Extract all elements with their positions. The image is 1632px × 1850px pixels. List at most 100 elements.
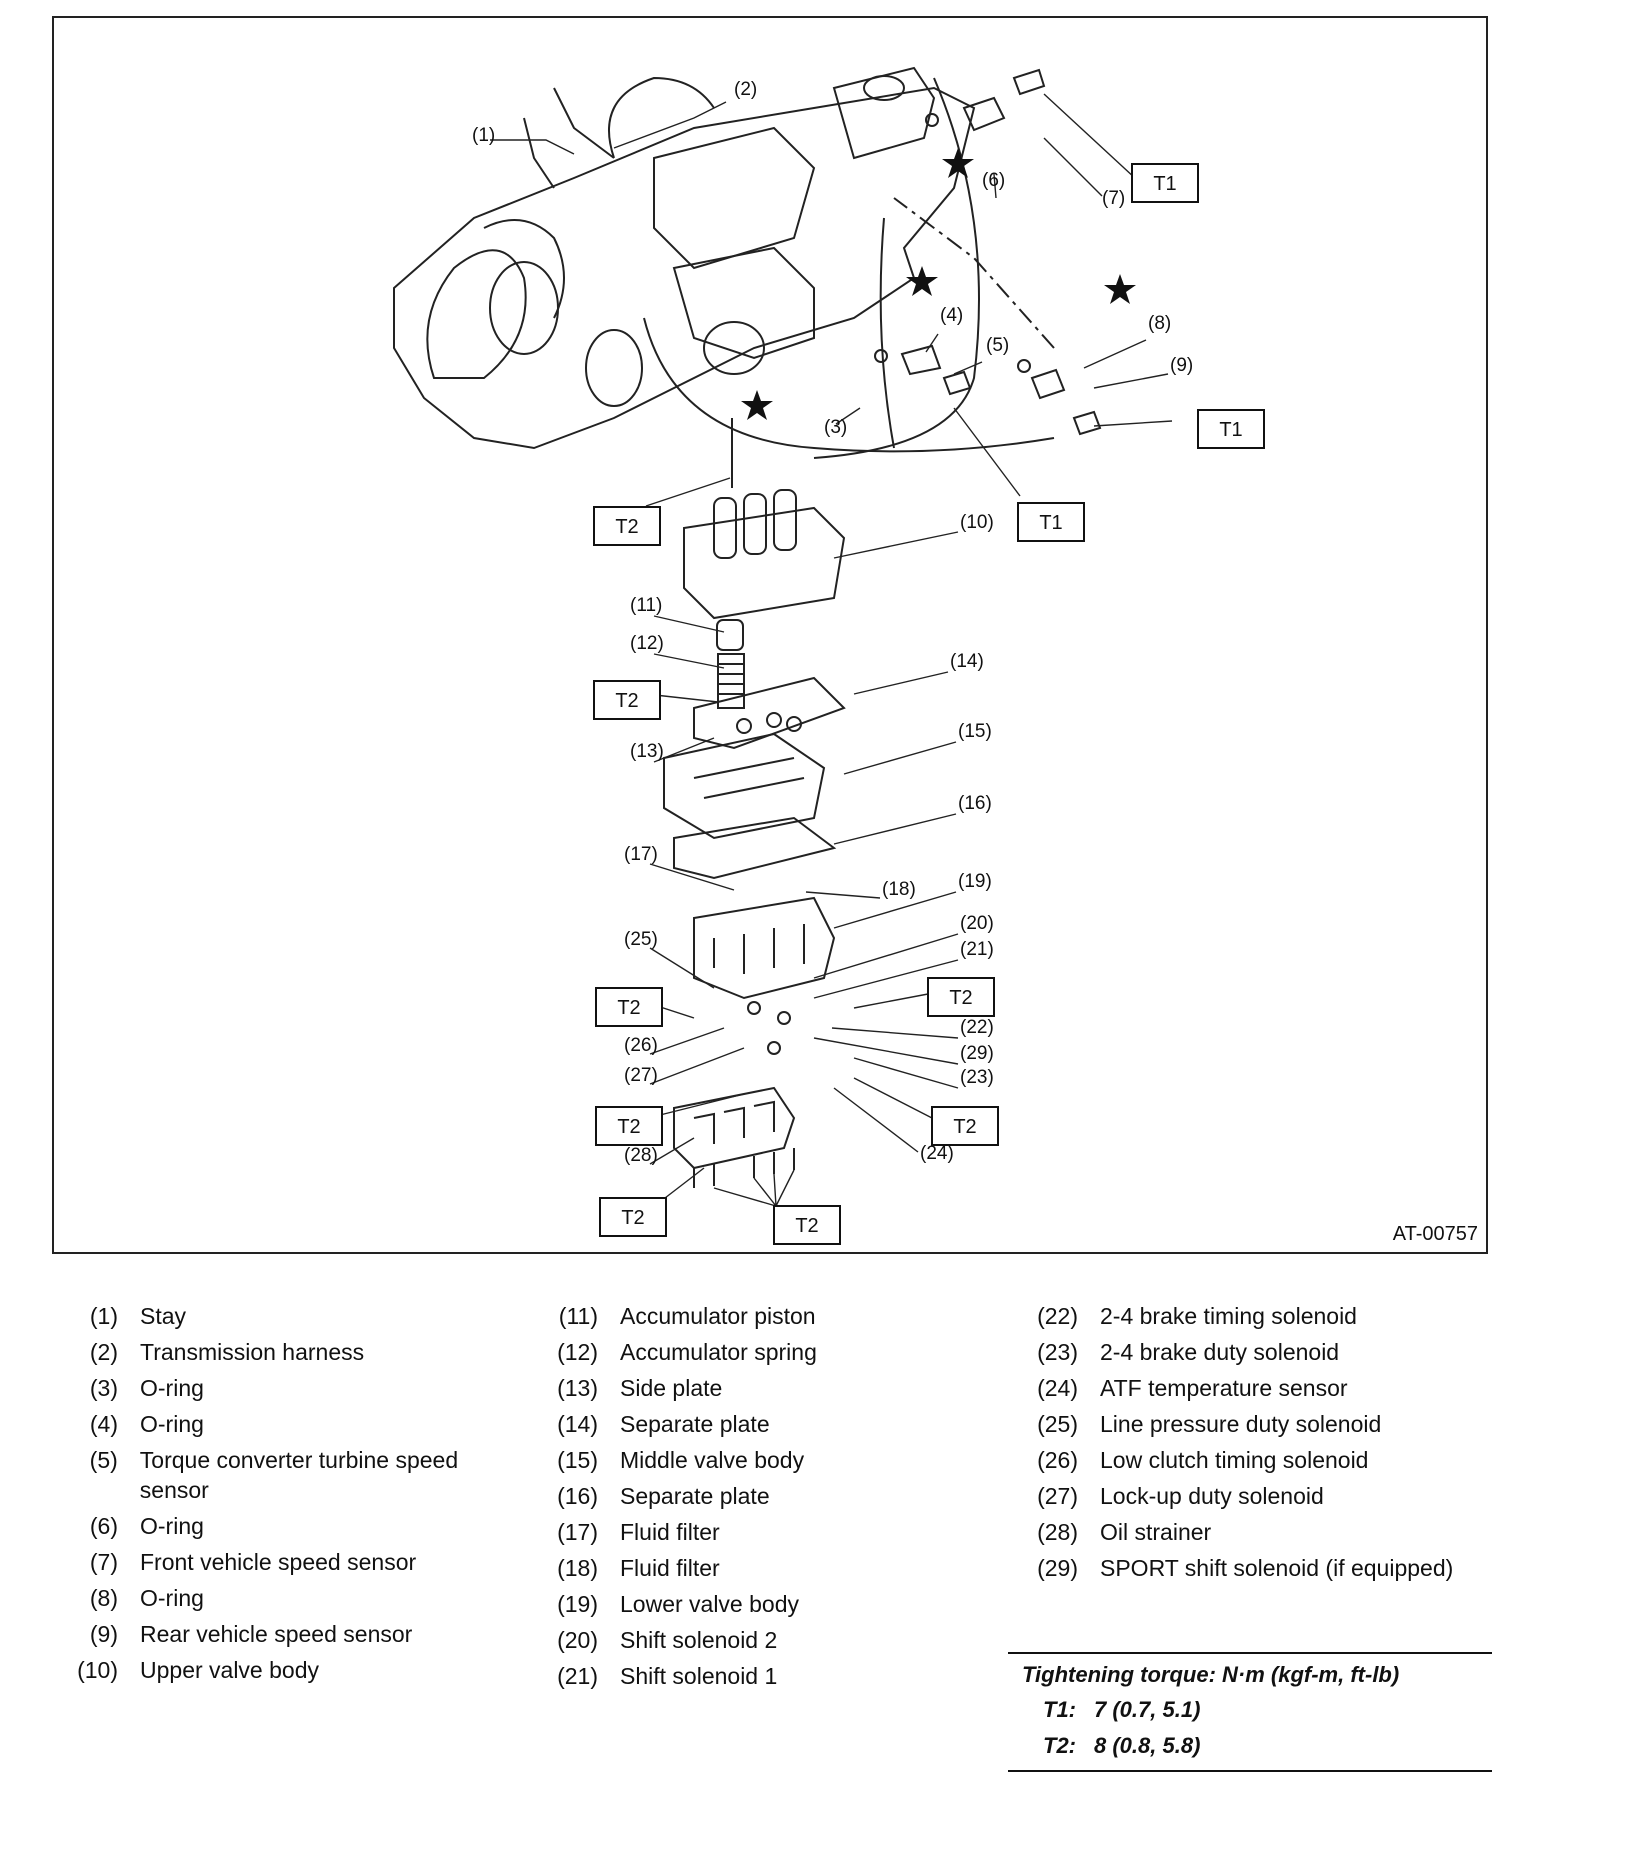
callout-label: (8) xyxy=(1148,313,1171,334)
callout-label: (4) xyxy=(940,305,963,326)
star-icon xyxy=(1104,274,1136,304)
torque-tag-label: T1 xyxy=(1153,173,1176,195)
legend-column-1: (1)Stay(2)Transmission harness(3)O-ring(… xyxy=(62,1298,532,1688)
callout-label: (7) xyxy=(1102,188,1125,209)
torque-tag-label: T2 xyxy=(949,987,972,1009)
legend-item-text: Accumulator piston xyxy=(620,1303,816,1329)
callout-label: (16) xyxy=(958,793,992,814)
legend-item-number: (20) xyxy=(557,1627,598,1653)
callout-label: (3) xyxy=(824,417,847,438)
torque-tag: T2 xyxy=(931,1106,999,1146)
legend-item: (28)Oil strainer xyxy=(1022,1514,1502,1550)
legend-item: (18)Fluid filter xyxy=(542,1550,962,1586)
legend-item-text: Oil strainer xyxy=(1100,1519,1212,1545)
star-icon xyxy=(906,266,938,296)
torque-row: T1: 7 (0.7, 5.1) xyxy=(1008,1692,1492,1728)
legend-item-text: 2-4 brake timing solenoid xyxy=(1100,1303,1357,1329)
legend-item-number: (13) xyxy=(557,1375,598,1401)
torque-tag-box xyxy=(1131,163,1199,203)
legend-item: (1) Stay xyxy=(62,1298,532,1334)
legend-item-number: (27) xyxy=(1037,1483,1078,1509)
legend-item: (7) Front vehicle speed sensor xyxy=(62,1544,532,1580)
legend-item-text: Separate plate xyxy=(620,1483,770,1509)
legend-item: (22) 2-4 brake timing solenoid xyxy=(1022,1298,1502,1334)
legend-item: (3)O-ring xyxy=(62,1370,532,1406)
legend-item: (15)Middle valve body xyxy=(542,1442,962,1478)
callout-label: (9) xyxy=(1170,355,1193,376)
legend-item-number: (9) xyxy=(89,1621,118,1647)
tightening-torque-table: Tightening torque: N·m (kgf-m, ft-lb) T1… xyxy=(1008,1652,1492,1772)
legend-item-text: Stay xyxy=(140,1303,187,1329)
legend-item-number: (26) xyxy=(1037,1447,1078,1473)
legend-item-number: (24) xyxy=(1037,1375,1078,1401)
legend-item-text: Fluid filter xyxy=(620,1555,720,1581)
legend-item-text: Middle valve body xyxy=(620,1447,805,1473)
callout-label: (24) xyxy=(920,1143,954,1164)
legend-item: (14)Separate plate xyxy=(542,1406,962,1442)
legend-item-number: (17) xyxy=(557,1519,598,1545)
sensor-parts-drawing xyxy=(874,68,1102,436)
legend-item-text: SPORT shift solenoid (if equipped) xyxy=(1100,1555,1454,1581)
legend-item: (10)Upper valve body xyxy=(62,1652,532,1688)
legend-item-number: (8) xyxy=(89,1585,118,1611)
legend-item-number: (29) xyxy=(1037,1555,1078,1581)
torque-value: 7 (0.7, 5.1) xyxy=(1094,1697,1201,1722)
star-icon xyxy=(741,390,773,420)
torque-tag: T1 xyxy=(1017,502,1085,542)
legend-item: (25)Line pressure duty solenoid xyxy=(1022,1406,1502,1442)
legend-item-text: Shift solenoid 2 xyxy=(620,1627,778,1653)
callout-label: (2) xyxy=(734,79,757,100)
legend-item-number: (16) xyxy=(557,1483,598,1509)
torque-tag-box xyxy=(595,987,663,1027)
callout-label: (12) xyxy=(630,633,664,654)
torque-tag-label: T2 xyxy=(617,997,640,1019)
legend-item-text: Transmission harness xyxy=(140,1339,365,1365)
callout-label: (23) xyxy=(960,1067,994,1088)
torque-tag: T1 xyxy=(1131,163,1199,203)
callout-label: (1) xyxy=(472,125,495,146)
legend-item-text: Upper valve body xyxy=(140,1657,319,1683)
callout-label: (17) xyxy=(624,844,658,865)
legend-column-2: (11) Accumulator piston (12)Accumulator sp… xyxy=(542,1298,962,1694)
torque-tag-label: T2 xyxy=(615,516,638,538)
torque-tag-label: T2 xyxy=(615,690,638,712)
legend-item-text: Line pressure duty solenoid xyxy=(1100,1411,1382,1437)
torque-row: T2: 8 (0.8, 5.8) xyxy=(1008,1728,1492,1764)
legend-item-number: (12) xyxy=(557,1339,598,1365)
legend-item-number: (1) xyxy=(89,1303,118,1329)
callout-label: (5) xyxy=(986,335,1009,356)
legend-item: (26)Low clutch timing solenoid xyxy=(1022,1442,1502,1478)
legend-item-number: (7) xyxy=(89,1549,118,1575)
callout-label: (27) xyxy=(624,1065,658,1086)
torque-tag-box xyxy=(927,977,995,1017)
legend-item-number: (2) xyxy=(89,1339,118,1365)
callout-label: (11) xyxy=(630,595,662,616)
legend-item: (19)Lower valve body xyxy=(542,1586,962,1622)
legend-item: (12)Accumulator spring xyxy=(542,1334,962,1370)
torque-label: T2: xyxy=(1043,1733,1076,1758)
legend-item: (8)O-ring xyxy=(62,1580,532,1616)
legend-item: (16) Separate plate xyxy=(542,1478,962,1514)
legend-item: (6)O-ring xyxy=(62,1508,532,1544)
legend-item-number: (23) xyxy=(1037,1339,1078,1365)
torque-tag: T2 xyxy=(593,680,661,720)
legend-item: (23)2-4 brake duty solenoid xyxy=(1022,1334,1502,1370)
callout-label: (29) xyxy=(960,1043,994,1064)
callout-label: (18) xyxy=(882,879,916,900)
callout-label: (13) xyxy=(630,741,664,762)
exploded-diagram: (1)(2)(3)(4)(5)(6)(7)(8)(9)(10)(11)(12)(… xyxy=(393,66,1265,1245)
legend-item-text: Front vehicle speed sensor xyxy=(140,1549,417,1575)
legend-item-text: Lock-up duty solenoid xyxy=(1100,1483,1324,1509)
legend-item: (24)ATF temperature sensor xyxy=(1022,1370,1502,1406)
legend-item-number: (5) xyxy=(89,1447,118,1473)
legend-item-number: (22) xyxy=(1037,1303,1078,1329)
legend-item-number: (11) xyxy=(558,1303,598,1329)
callout-label: (6) xyxy=(982,170,1005,191)
callout-label: (20) xyxy=(960,913,994,934)
callout-label: (22) xyxy=(960,1017,994,1038)
legend-item-number: (3) xyxy=(89,1375,118,1401)
legend-item-number: (4) xyxy=(89,1411,118,1437)
torque-tag-label: T2 xyxy=(953,1116,976,1138)
legend-item-number: (19) xyxy=(557,1591,598,1617)
legend-item: (21)Shift solenoid 1 xyxy=(542,1658,962,1694)
